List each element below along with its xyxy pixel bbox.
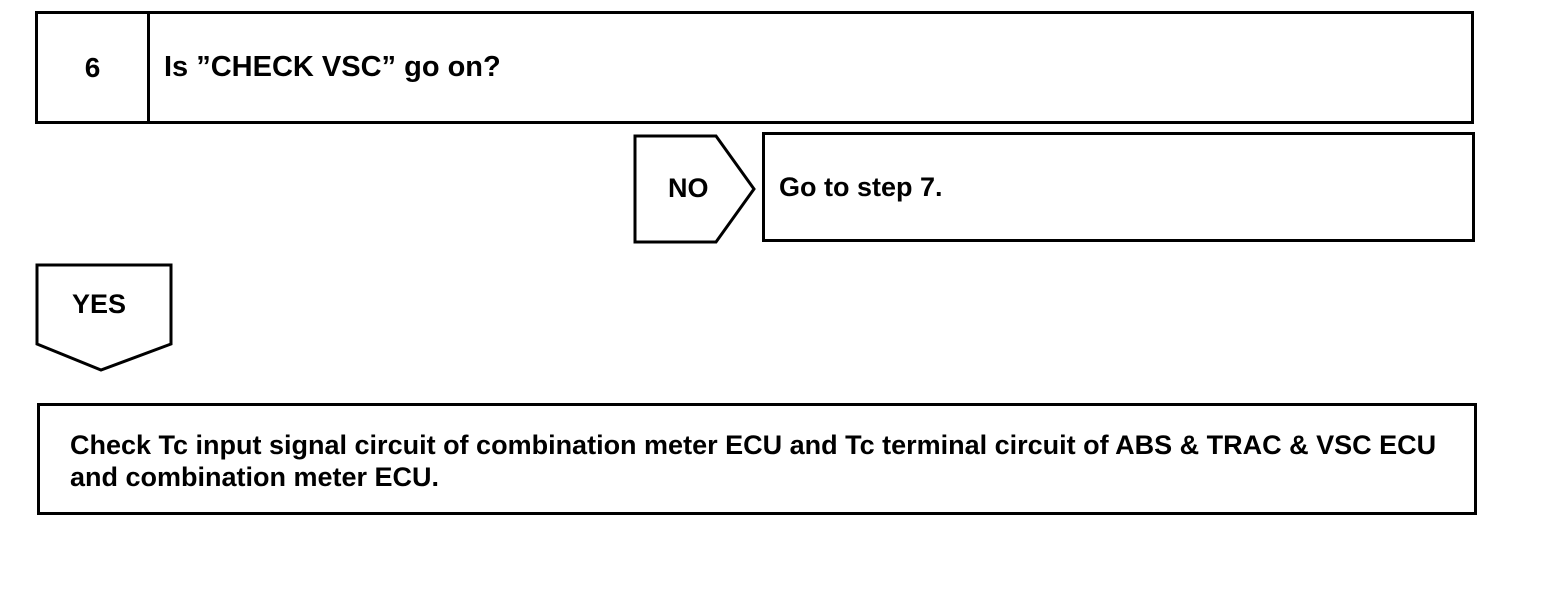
result-text: Check Tc input signal circuit of combina…: [70, 430, 1437, 492]
no-action-text: Go to step 7.: [779, 171, 943, 202]
no-action-box: Go to step 7.: [762, 132, 1475, 242]
step-question: Is ”CHECK VSC” go on?: [164, 51, 501, 83]
step-box: 6 Is ”CHECK VSC” go on?: [35, 11, 1474, 124]
no-label: NO: [668, 173, 709, 203]
yes-label: YES: [72, 289, 127, 319]
step-number: 6: [38, 14, 150, 121]
result-box: Check Tc input signal circuit of combina…: [37, 403, 1477, 515]
